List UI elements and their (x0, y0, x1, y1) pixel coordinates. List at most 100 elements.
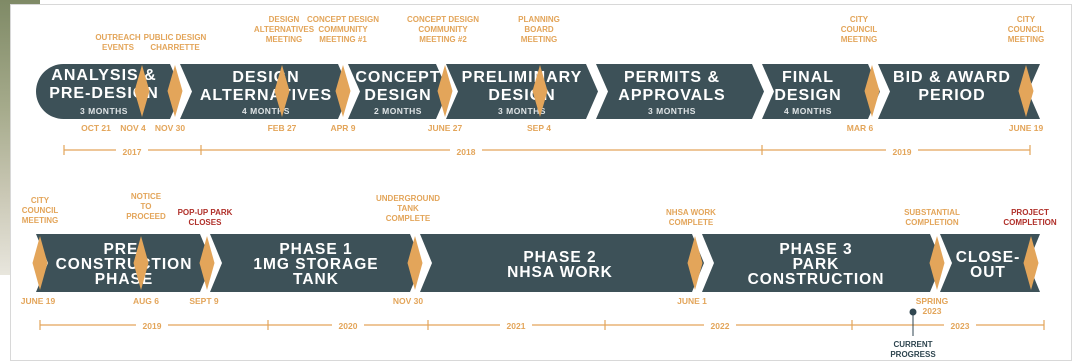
phase-title-line: PHASE 2 (523, 249, 596, 266)
phase-chevron (180, 64, 350, 119)
phase-title-line: PRE-DESIGN (49, 85, 159, 102)
timeline-frame (10, 4, 1072, 361)
milestone-label-line: COUNCIL (1008, 25, 1045, 34)
milestone-label-line: SUBSTANTIAL (904, 208, 960, 217)
current-progress-label-line: CURRENT (893, 340, 932, 349)
milestone-date: JUNE 19 (21, 296, 56, 306)
phase-title-line: CONSTRUCTION (56, 256, 193, 273)
phase-chevron (702, 234, 942, 292)
phase-title-line: PHASE 3 (779, 241, 852, 258)
milestone-label-line: EVENTS (102, 43, 135, 52)
milestone-label-line: PUBLIC DESIGN (144, 33, 207, 42)
milestone-label-line: MEETING #1 (319, 35, 367, 44)
phase-title-line: PARK (793, 256, 840, 273)
phase-chevron (420, 234, 704, 292)
phase-title-line: PHASE 1 (279, 241, 352, 258)
milestone-diamond (687, 236, 703, 290)
year-label-bg (136, 319, 168, 331)
year-label: 2023 (951, 321, 970, 331)
milestone-diamond (133, 236, 149, 290)
milestone-label-line: NHSA WORK (666, 208, 716, 217)
milestone-label-line: ALTERNATIVES (254, 25, 315, 34)
year-label: 2021 (507, 321, 526, 331)
phase-title-line: DESIGN (232, 69, 299, 86)
milestone-date: JUNE 19 (1009, 123, 1044, 133)
year-label-bg (450, 144, 482, 156)
year-label: 2018 (457, 147, 476, 157)
phase-chevron (36, 234, 212, 292)
milestone-label-line: COMPLETION (1003, 218, 1057, 227)
milestone-date: JUNE 27 (428, 123, 463, 133)
milestone-label-line: COMMUNITY (318, 25, 368, 34)
phase-title-line: PERMITS & (624, 69, 720, 86)
milestone-date: NOV 4 (120, 123, 146, 133)
year-label: 2019 (893, 147, 912, 157)
milestone-diamond (167, 65, 183, 117)
milestone-label-line: COMMUNITY (418, 25, 468, 34)
milestone-diamond (1018, 65, 1034, 117)
phase-title-line: DESIGN (364, 87, 431, 104)
milestone-label-line: PLANNING (518, 15, 560, 24)
year-label-bg (704, 319, 736, 331)
phase-title: ANALYSIS &PRE-DESIGN (49, 67, 159, 102)
phase-title-line: PRELIMINARY (462, 69, 583, 86)
phase-title-line: OUT (970, 264, 1006, 281)
phase-duration: 4 MONTHS (784, 106, 832, 116)
milestone-date: NOV 30 (393, 296, 424, 306)
current-progress-marker (909, 308, 917, 316)
milestone-label-line: MEETING (521, 35, 557, 44)
milestone-label-line: MEETING (1008, 35, 1044, 44)
phase-chevron (446, 64, 598, 119)
current-progress-label-line: PROGRESS (890, 350, 936, 359)
milestone-date: NOV 30 (155, 123, 186, 133)
milestone-date: JUNE 1 (677, 296, 707, 306)
milestone-label-line: POP-UP PARK (178, 208, 233, 217)
phase-title-line: PERIOD (918, 87, 985, 104)
milestone-label-line: TO (141, 202, 152, 211)
milestone-label-line: CITY (31, 196, 50, 205)
phase-duration: 3 MONTHS (498, 106, 546, 116)
milestone-label-line: PROCEED (126, 212, 166, 221)
milestone-date-line: SEPT 9 (189, 296, 219, 306)
year-label: 2022 (711, 321, 730, 331)
phase-chevron (210, 234, 422, 292)
milestone-label-line: NOTICE (131, 192, 162, 201)
milestone-date: AUG 6 (133, 296, 159, 306)
year-label-bg (332, 319, 364, 331)
milestone-date: APR 9 (330, 123, 355, 133)
milestone-label-line: CLOSES (189, 218, 223, 227)
phase-title-line: FINAL (782, 69, 834, 86)
milestone-label-line: OUTREACH (95, 33, 141, 42)
phase-title-line: 1MG STORAGE (253, 256, 378, 273)
milestone-label-line: TANK (397, 204, 419, 213)
phase-title-line: CONCEPT (355, 69, 440, 86)
phase-title-line: CLOSE- (956, 249, 1021, 266)
phase-duration: 3 MONTHS (80, 106, 128, 116)
milestone-diamond (32, 236, 48, 290)
milestone-date-line: 2023 (923, 306, 942, 316)
milestone-label-line: COUNCIL (841, 25, 878, 34)
milestone-label-line: CITY (850, 15, 869, 24)
phase-title-line: DESIGN (774, 87, 841, 104)
phase-title: PERMITS &APPROVALS (618, 69, 725, 104)
milestone-date: SEPT 9 (189, 296, 219, 306)
milestone-label-line: DESIGN (269, 15, 300, 24)
milestone-date: SEP 4 (527, 123, 551, 133)
milestone-diamond (929, 236, 945, 290)
milestone-label-line: COMPLETION (905, 218, 959, 227)
year-label-bg (944, 319, 976, 331)
